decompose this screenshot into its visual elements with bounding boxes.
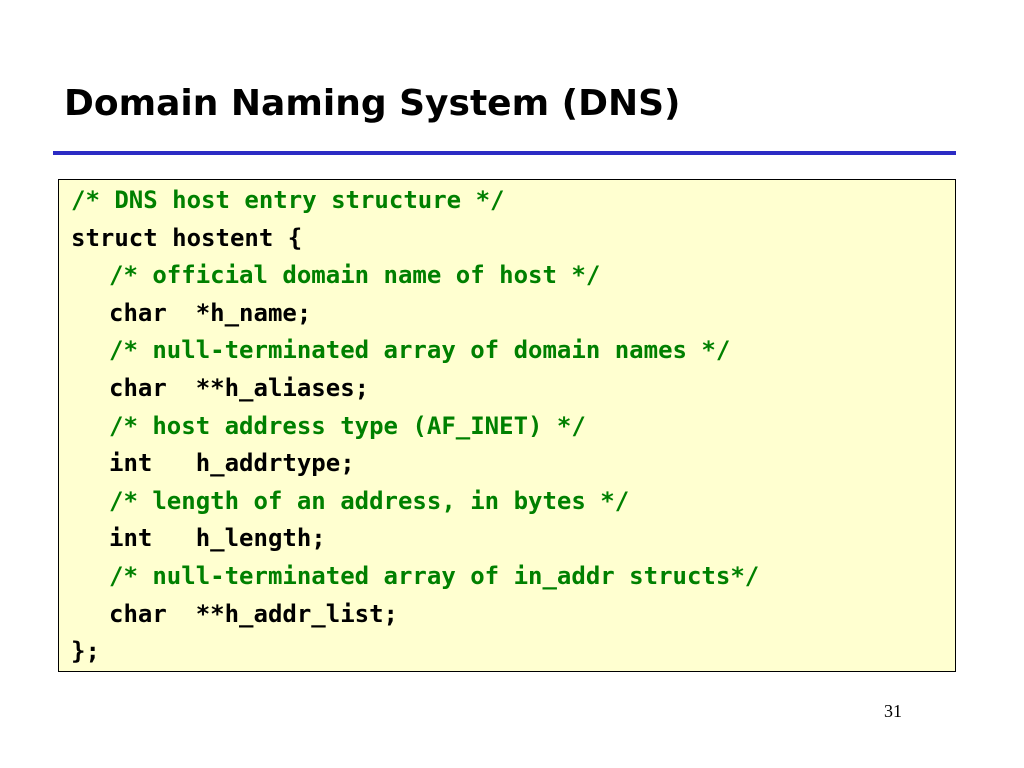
code-line-field-h-name: char *h_name; <box>109 298 312 327</box>
code-line-comment: /* length of an address, in bytes */ <box>109 486 630 515</box>
code-line-comment: /* official domain name of host */ <box>109 261 601 290</box>
page-number: 31 <box>884 701 902 721</box>
code-block: /* DNS host entry structure */ struct ho… <box>58 179 956 672</box>
code-line-field-h-aliases: char **h_aliases; <box>109 373 370 402</box>
code-line-struct-open: struct hostent { <box>71 223 303 252</box>
code-line-comment: /* host address type (AF_INET) */ <box>109 411 586 440</box>
code-line-struct-close: }; <box>71 637 100 666</box>
code-line-field-h-addrtype: int h_addrtype; <box>109 449 355 478</box>
code-line-field-h-addr-list: char **h_addr_list; <box>109 599 398 628</box>
slide-title: Domain Naming System (DNS) <box>64 83 681 124</box>
code-line-comment: /* null-terminated array of domain names… <box>109 336 731 365</box>
title-underline-rule <box>53 151 956 155</box>
code-line-comment: /* DNS host entry structure */ <box>71 186 505 214</box>
code-line-field-h-length: int h_length; <box>109 524 326 553</box>
code-line-comment: /* null-terminated array of in_addr stru… <box>109 561 760 590</box>
